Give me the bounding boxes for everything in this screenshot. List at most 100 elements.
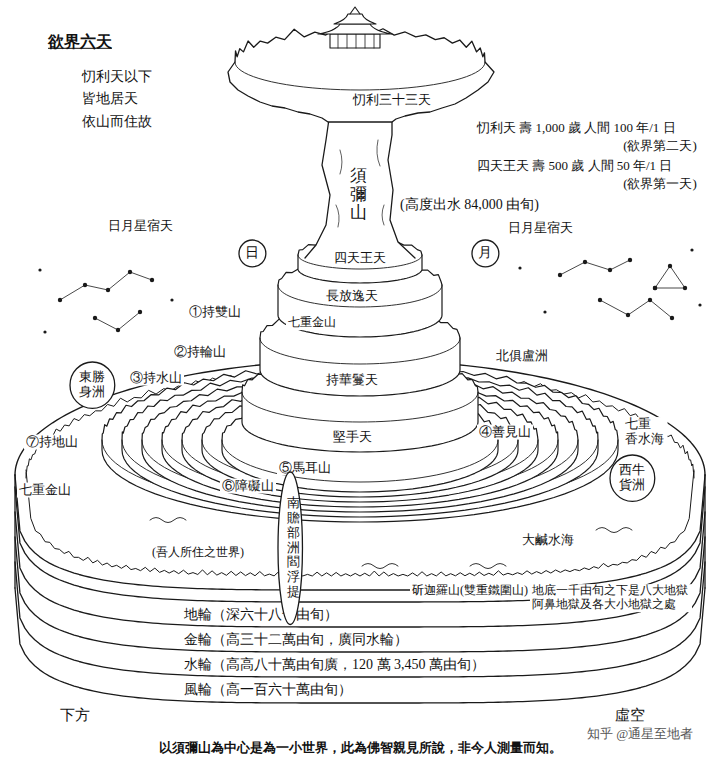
wave-line [362,564,398,569]
star-dot [138,310,142,314]
cylinder-side [704,475,705,588]
lifespan-note: 四天王天 壽 500 歲 人間 50 年/1 日 [475,159,674,174]
diagram-title: 欲界六天 [46,33,114,51]
star-dot [690,248,693,251]
star-dot [106,288,110,292]
tier-label: 長放逸天 [324,289,380,304]
node-text-group: 南贍部洲閻浮提 [283,496,303,601]
star-dot [653,286,657,290]
tier-label: 持華鬘天 [324,373,380,388]
sea-label: 七重 香水海 [623,417,668,447]
tier-label: 四天王天 [332,251,388,266]
star-dot [653,286,657,290]
node-text: 西牛貨洲 [618,463,645,493]
star-dot [626,313,630,317]
ring-label: ①持雙山 [187,305,243,320]
star-dot [670,316,674,320]
star-dot [128,270,132,274]
star-dot [170,298,173,301]
note-text: 忉利天以下 皆地居天 依山而住故 [80,66,156,133]
lifespan-note: (欲界第一天) [621,177,699,192]
node-ellipse [278,472,302,624]
star-line [95,312,140,330]
ring-label: ⑤馬耳山 [277,461,333,476]
star-dot [38,268,41,271]
star-dot [668,264,672,268]
continent-label: 北俱盧洲 [494,349,550,364]
trunk-edge [388,112,415,258]
palace-roof [334,14,376,24]
star-dot [608,268,612,272]
ring-label: ⑥障礙山 [220,479,276,494]
celestial-circle: 日 [238,239,267,268]
node-text: 南贍部洲 [283,496,303,556]
continent-oval: 東勝身洲 [69,361,116,409]
star-line [655,266,685,288]
sumeru-tier-edge [260,338,460,364]
ring-label: ②持輪山 [172,345,228,360]
node-ellipse [472,240,499,267]
star-dot [543,310,546,313]
ring-label: ③持水山 [128,371,184,386]
ring-label: 七重金山 [286,316,338,330]
caption: 以須彌山為中心是為一小世界，此為佛智親見所說，非今人測量而知。 [157,741,564,756]
celestial-circle: 月 [471,239,500,268]
trunk-texture [336,140,384,227]
node-ellipse [239,240,266,267]
lifespan-note: 忉利天 壽 1,000 歲 人間 100 年/1 日 [475,121,678,136]
sumeru-tiers [242,239,478,452]
world-note: (吾人所住之世界) [150,546,246,560]
node-text-group: 西牛貨洲 [618,463,645,493]
lifespan-note: (欲界第二天) [621,139,699,154]
layer-label: 金輪（高三十二萬由旬，廣同水輪） [182,631,410,647]
sea-waves [150,518,632,569]
trayastrimsa-cloud [228,27,494,122]
trunk-fill [305,112,415,258]
layer-band-line [15,512,705,627]
mountain-label: 斫迦羅山(雙重鐵圍山) [410,584,530,598]
node-ellipse [610,455,655,501]
star-dot [518,266,521,269]
node-text: 月 [478,245,492,261]
node-ellipse [70,362,115,408]
layer-label: 風輪（高一百六十萬由旬） [182,682,354,698]
continent-oval: 西牛貨洲 [609,454,656,502]
star-dot [598,298,602,302]
star-line [60,272,152,300]
continent-oval: 南贍部洲閻浮提 [277,471,303,625]
palace-body [330,34,380,48]
mountain-label: 須彌山 [350,167,367,223]
heaven-label: 忉利三十三天 [351,93,433,108]
cloud-edge [235,62,485,90]
layer-label: 地輪（深六十八千由旬） [182,606,340,622]
star-dot [93,316,97,320]
direction-label: 虛空 [613,707,647,724]
direction-label: 下方 [58,707,92,724]
star-dot [43,330,46,333]
layer-label: 水輪（高高八十萬由旬廣，120 萬 3,450 萬由旬） [182,656,487,672]
star-dot [116,328,120,332]
star-dot [683,286,687,290]
wave-line [470,564,506,569]
cloud-outline [228,27,494,122]
tier-label: 堅手天 [331,430,374,445]
star-dot [83,283,87,287]
ring-label: 七重金山 [17,483,73,498]
watermark: 知乎 @通星至地者 [585,727,695,742]
palace-roof [318,24,392,34]
trunk-edge [305,112,330,258]
palace-icon [318,7,392,48]
star-dot [698,303,701,306]
star-dot [583,260,587,264]
star-dot [648,298,652,302]
star-line [560,260,630,275]
star-dot [628,258,632,262]
sumeru-trunk [305,112,415,258]
sky-label: 日月星宿天 [106,219,175,234]
star-dot [150,278,154,282]
cylinder-side [14,475,15,588]
node-text: 日 [245,245,259,261]
sumeru-tier-edge [278,285,442,307]
hell-note: 地底一千由旬之下是八大地獄 阿鼻地獄及各大小地獄之處 [530,584,692,612]
